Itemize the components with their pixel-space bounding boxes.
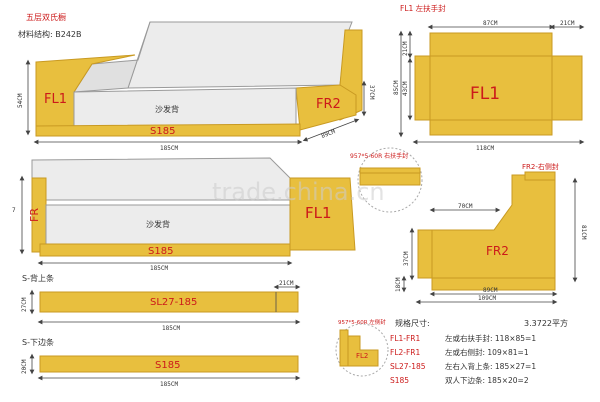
header-material: 材料结构: B242B — [18, 29, 81, 39]
top-fl1-label: FL1 — [44, 92, 67, 107]
fl1-dim-87: 87CM — [483, 20, 498, 27]
strip1-dim-27: 27CM — [21, 297, 28, 312]
fl2-detail-label: 957*5-60R 左侧封 — [338, 318, 386, 326]
fr2-dim-89: 89CM — [483, 287, 498, 294]
strip1-label: SL27-185 — [150, 297, 197, 308]
fr-detail: 957*5-60R 右扶手封 — [350, 147, 423, 213]
front-s185-label: S185 — [148, 246, 173, 257]
fl1-title: FL1 左扶手封 — [400, 3, 446, 13]
top-depth-dim: 89CM — [320, 128, 336, 140]
fl1-dim-85: 85CM — [393, 80, 400, 95]
top-fr2-label: FR2 — [316, 97, 341, 112]
spec-desc: 左右入背上条: 185×27=1 — [445, 361, 536, 371]
fr2-dim-109: 109CM — [478, 295, 496, 302]
spec-desc: 左或右扶手封: 118×85=1 — [445, 333, 536, 343]
strip2-title: S-下边条 — [22, 337, 54, 347]
fr2-dim-81: 81CM — [580, 225, 587, 240]
fl1-dim-21-top: 21CM — [560, 20, 575, 27]
top-sofa: FL1 FR2 沙发背 S185 185CM 89CM 54CM 37CM — [17, 21, 375, 152]
spec-code: FL1-FR1 — [390, 334, 420, 343]
fl2-part-label: FL2 — [356, 352, 368, 360]
fl1-part-label: FL1 — [470, 84, 500, 104]
top-width-dim: 185CM — [160, 145, 178, 152]
fl2-detail: 957*5-60R 左侧封 FL2 — [335, 318, 389, 377]
strip2-dim-20: 20CM — [21, 359, 28, 374]
top-height-dim: 54CM — [17, 93, 24, 108]
fr2-dim-18: 18CM — [395, 277, 402, 292]
strip-bottom: S-下边条 S185 20CM 185CM — [21, 337, 301, 388]
front-back-label: 沙发背 — [146, 219, 170, 229]
top-arm-height-dim: 37CM — [368, 85, 375, 100]
top-back-label: 沙发背 — [155, 104, 179, 114]
strip2-label: S185 — [155, 360, 180, 371]
strip-back-top: S-背上条 SL27-185 21CM 27CM 185CM — [21, 273, 301, 332]
spec-desc: 双人下边条: 185×20=2 — [445, 375, 529, 385]
spec-code: FL2-FR1 — [390, 348, 420, 357]
fl1-dim-21-left: 21CM — [402, 41, 409, 56]
specs-table: 规格尺寸: 3.3722平方 FL1-FR1 左或右扶手封: 118×85=1 … — [390, 318, 568, 385]
fr2-title: FR2-右侧封 — [522, 162, 559, 171]
spec-code: S185 — [390, 376, 409, 385]
fr2-section: FR2-右侧封 FR2 70CM 81CM 37CM 18CM 89CM 109… — [395, 162, 587, 305]
front-sofa: FR FL1 沙发背 S185 185CM 7 — [12, 157, 356, 272]
spec-code: SL27-185 — [390, 362, 426, 371]
strip2-width: 185CM — [160, 381, 178, 388]
fr2-dim-37: 37CM — [403, 251, 410, 266]
top-s185-label: S185 — [150, 126, 175, 137]
fl1-dim-118: 118CM — [476, 145, 494, 152]
watermark: trade.china.cn — [212, 178, 385, 206]
front-fl1-label: FL1 — [305, 204, 332, 222]
fr2-dim-70: 70CM — [458, 203, 473, 210]
front-width-dim: 185CM — [150, 265, 168, 272]
fr2-part-label: FR2 — [486, 244, 509, 258]
fl1-dim-43: 43CM — [402, 81, 409, 96]
front-fr-label: FR — [28, 208, 41, 222]
spec-desc: 左或右侧封: 109×81=1 — [445, 347, 529, 357]
strip1-width: 185CM — [162, 325, 180, 332]
strip1-dim-21: 21CM — [279, 280, 294, 287]
strip1-title: S-背上条 — [22, 273, 54, 283]
header-title: 五层双氏橱 — [26, 12, 66, 22]
specs-total: 3.3722平方 — [524, 318, 568, 328]
front-left-dim: 7 — [12, 207, 16, 214]
fr-detail-label: 957*5-60R 右扶手封 — [350, 152, 408, 160]
fl1-section: FL1 左扶手封 FL1 87CM 21CM 21CM 85CM 43CM 11… — [393, 3, 585, 152]
specs-title: 规格尺寸: — [395, 318, 430, 328]
